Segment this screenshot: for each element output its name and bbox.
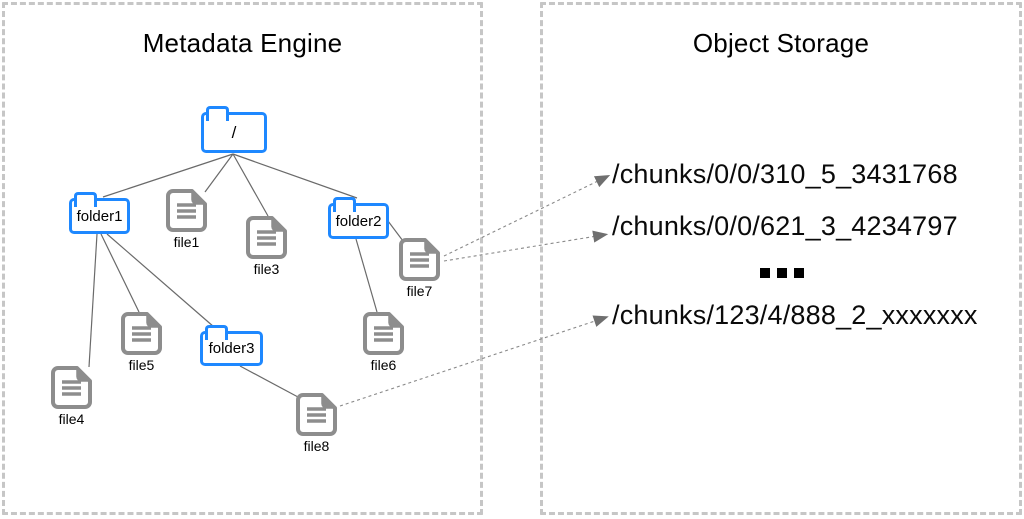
document-icon <box>166 189 207 232</box>
file-node-file6: file6 <box>363 312 404 373</box>
folder-root-label: / <box>231 122 237 142</box>
file-node-file8: file8 <box>296 393 337 454</box>
document-icon <box>296 393 337 436</box>
folder3-label: folder3 <box>208 340 255 357</box>
file1-label: file1 <box>173 234 200 250</box>
folder-folder3: folder3 <box>200 325 263 366</box>
ellipsis-dot <box>777 268 787 278</box>
file-node-file4: file4 <box>51 366 92 427</box>
ellipsis-dot <box>794 268 804 278</box>
document-icon <box>399 238 440 281</box>
folder-root: / <box>201 106 267 153</box>
file5-label: file5 <box>128 357 155 373</box>
object-storage-panel <box>540 2 1022 515</box>
file4-label: file4 <box>58 411 85 427</box>
folder2-label: folder2 <box>335 212 382 230</box>
file-node-file7: file7 <box>399 238 440 299</box>
document-icon <box>121 312 162 355</box>
file-node-file3: file3 <box>246 216 287 277</box>
chunk-path-2: /chunks/0/0/621_3_4234797 <box>612 211 958 241</box>
ellipsis-dot <box>760 268 770 278</box>
object-storage-title: Object Storage <box>692 28 870 58</box>
metadata-engine-title: Metadata Engine <box>142 28 343 58</box>
file8-label: file8 <box>303 438 330 454</box>
chunk-path-3: /chunks/123/4/888_2_xxxxxxx <box>612 300 978 330</box>
document-icon <box>246 216 287 259</box>
folder-folder2: folder2 <box>328 197 389 239</box>
file-node-file1: file1 <box>166 189 207 250</box>
chunk-path-1: /chunks/0/0/310_5_3431768 <box>612 159 958 189</box>
file6-label: file6 <box>370 357 397 373</box>
file3-label: file3 <box>253 261 280 277</box>
document-icon <box>363 312 404 355</box>
folder1-label: folder1 <box>76 207 123 225</box>
ellipsis <box>760 268 804 278</box>
file7-label: file7 <box>406 283 433 299</box>
file-node-file5: file5 <box>121 312 162 373</box>
folder-folder1: folder1 <box>69 192 130 234</box>
document-icon <box>51 366 92 409</box>
